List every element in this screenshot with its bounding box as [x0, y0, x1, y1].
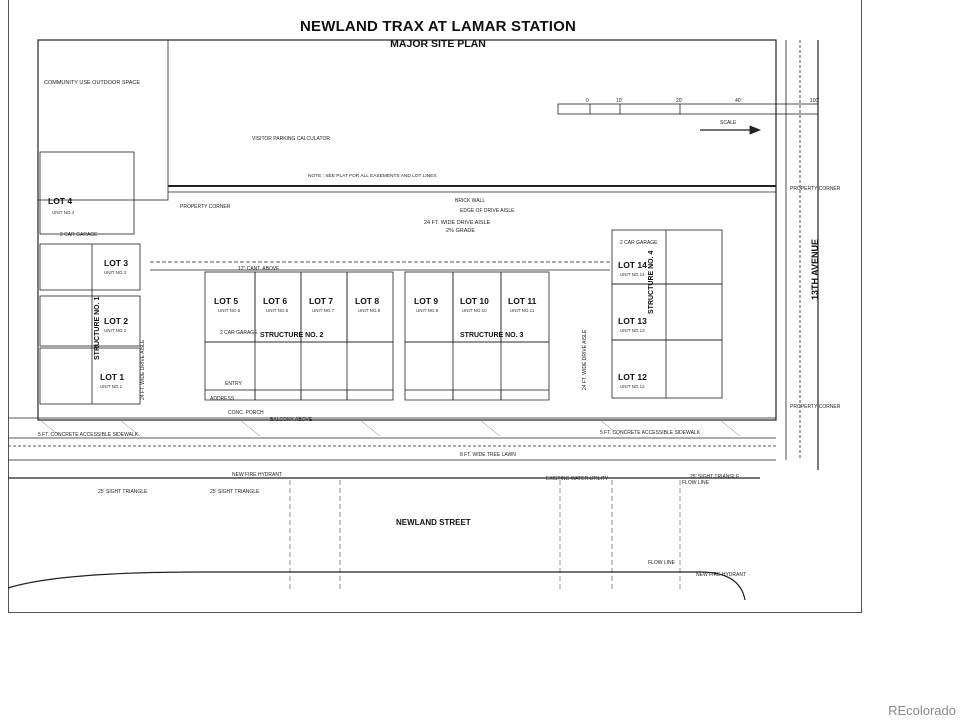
lot-5-label: LOT 5: [214, 296, 239, 306]
lot-11-label: LOT 11: [508, 296, 537, 306]
lot-10-unit: UNIT NO.10: [462, 308, 487, 313]
drawing-sheet: [8, 0, 862, 613]
two-car-garage-lot4: 2 CAR GARAGE: [60, 232, 98, 238]
sidewalk-label-west: 5 FT. CONCRETE ACCESSIBLE SIDEWALK: [38, 432, 139, 438]
two-car-garage-lot5: 2 CAR GARAGE: [220, 330, 258, 336]
lot-12-label: LOT 12: [618, 372, 647, 382]
lot-14-unit: UNIT NO.14: [620, 272, 645, 277]
lot-14-label: LOT 14: [618, 260, 647, 270]
structure-4-label: STRUCTURE NO. 4: [648, 250, 655, 314]
plat-note: NOTE : SEE PLAT FOR ALL EASEMENTS AND LO…: [308, 174, 437, 179]
lot-4-label: LOT 4: [48, 196, 73, 206]
newland-street-label: NEWLAND STREET: [396, 518, 471, 527]
cant-above-label: 12" CANT. ABOVE: [238, 266, 280, 272]
drive-grade-label: 2% GRADE: [446, 228, 476, 234]
lot-12-unit: UNIT NO.12: [620, 384, 645, 389]
lot-13-unit: UNIT NO.13: [620, 328, 645, 333]
lot-9-label: LOT 9: [414, 296, 439, 306]
entry-label: ENTRY: [225, 381, 242, 387]
lot-1-label: LOT 1: [100, 372, 125, 382]
brick-wall-label: BRICK WALL: [455, 198, 486, 204]
lot-13-label: LOT 13: [618, 316, 647, 326]
lot-8-label: LOT 8: [355, 296, 380, 306]
lot-4-outline: [39, 151, 135, 235]
lot-6-label: LOT 6: [263, 296, 288, 306]
page-title: NEWLAND TRAX AT LAMAR STATION: [299, 18, 577, 35]
scale-tick-20: 20': [676, 98, 683, 104]
community-space-label: COMMUNITY USE OUTDOOR SPACE: [44, 80, 141, 86]
flow-line-label-south: FLOW LINE: [648, 560, 675, 566]
sidewalk-label: 5 FT. CONCRETE ACCESSIBLE SIDEWALK: [600, 430, 701, 436]
lot-10-label: LOT 10: [460, 296, 489, 306]
fire-hydrant-label: NEW FIRE HYDRANT: [232, 472, 282, 478]
lot-3-label: LOT 3: [104, 258, 129, 268]
lot-1-unit: UNIT NO.1: [100, 384, 123, 389]
lot-9-unit: UNIT NO.9: [416, 308, 439, 313]
scale-tick-40: 40': [735, 98, 742, 104]
lot-7-unit: UNIT NO.7: [312, 308, 335, 313]
lot-2-label: LOT 2: [104, 316, 129, 326]
property-corner-ne: PROPERTY CORNER: [790, 186, 841, 192]
lot-5-unit: UNIT NO.5: [218, 308, 241, 313]
visitor-parking-calc: VISITOR PARKING CALCULATOR: [252, 136, 330, 142]
structure-3-label: STRUCTURE NO. 3: [460, 332, 524, 339]
water-utility-label: EXISTING WATER UTILITY: [546, 476, 609, 482]
edge-drive-label: EDGE OF DRIVE AISLE: [460, 208, 515, 214]
sight-triangle-west: 25' SIGHT TRIANGLE: [98, 489, 148, 495]
lot-2-unit: UNIT NO.2: [104, 328, 127, 333]
watermark-logo: REcolorado: [888, 703, 956, 718]
structure-2-label: STRUCTURE NO. 2: [260, 332, 324, 339]
lot-8-unit: UNIT NO.8: [358, 308, 381, 313]
scale-tick-0: 0: [586, 98, 589, 104]
tree-lawn-label: 8 FT. WIDE TREE LAWN: [460, 452, 516, 458]
lot-6-unit: UNIT NO.6: [266, 308, 289, 313]
lot-3-outline: [39, 243, 141, 291]
lot-4-unit: UNIT NO.4: [52, 210, 75, 215]
property-corner-se: PROPERTY CORNER: [790, 404, 841, 410]
drive-aisle-east-label: 24 FT. WIDE DRIVE AISLE: [582, 329, 588, 390]
lot-7-label: LOT 7: [309, 296, 334, 306]
flow-line-label: FLOW LINE: [682, 480, 709, 486]
13th-avenue-label: 13TH AVENUE: [810, 238, 820, 300]
scale-tick-10: 10': [616, 98, 623, 104]
sight-triangle-mid: 25' SIGHT TRIANGLE: [210, 489, 260, 495]
lot-2-outline: [39, 295, 141, 347]
structure-1-label: STRUCTURE NO. 1: [94, 296, 101, 360]
lot-3-unit: UNIT NO.3: [104, 270, 127, 275]
north-strip: [37, 39, 169, 201]
drive-aisle-vertical-label: 24 FT. WIDE DRIVE AISLE: [140, 339, 146, 400]
fire-hydrant-label-se: NEW FIRE HYDRANT: [696, 572, 746, 578]
scale-label: SCALE: [720, 120, 737, 126]
lot-1-outline: [39, 347, 141, 405]
balcony-above-label: BALCONY ABOVE: [270, 417, 313, 423]
property-corner-nw: PROPERTY CORNER: [180, 204, 231, 210]
conc-porch-label: CONC. PORCH: [228, 410, 264, 416]
drive-aisle-label: 24 FT. WIDE DRIVE AISLE: [424, 220, 491, 226]
page-subtitle: MAJOR SITE PLAN: [390, 38, 486, 50]
sight-triangle-east: 25' SIGHT TRIANGLE: [690, 474, 740, 480]
scale-tick-100: 100': [810, 98, 820, 104]
two-car-garage-lot14: 2 CAR GARAGE: [620, 240, 658, 246]
lot-11-unit: UNIT NO.11: [510, 308, 535, 313]
address-label: ADDRESS: [210, 396, 235, 402]
property-boundary: [37, 39, 777, 421]
